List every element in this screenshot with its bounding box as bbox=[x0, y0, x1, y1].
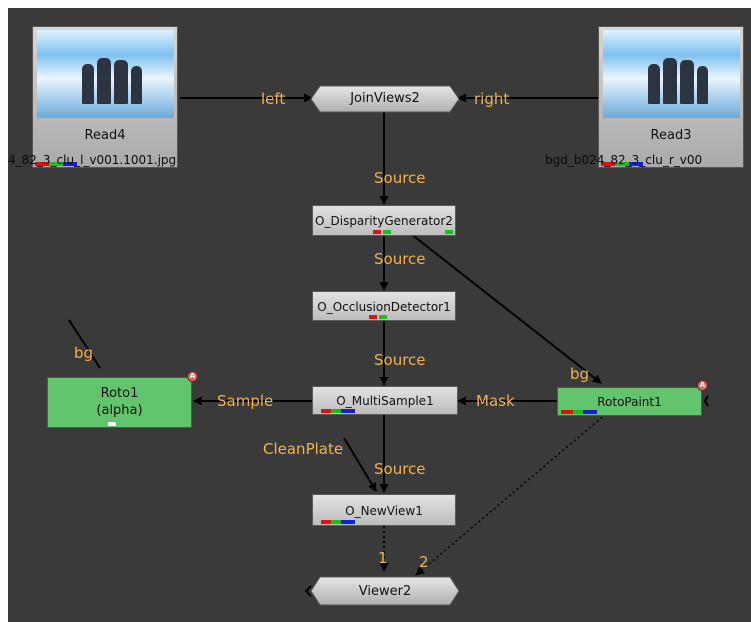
roto-sublabel: (alpha) bbox=[96, 403, 143, 418]
read4-thumbnail bbox=[37, 30, 174, 118]
joinviews-shape bbox=[310, 85, 460, 113]
read3-filename: bgd_b024_82_3_clu_r_v00 bbox=[545, 153, 703, 167]
roto-animated-badge-icon: A bbox=[187, 371, 198, 382]
disparity-label: O_DisparityGenerator2 bbox=[315, 214, 453, 228]
newview-label: O_NewView1 bbox=[345, 504, 423, 518]
rotopaint-node[interactable]: RotoPaint1 bbox=[557, 387, 702, 416]
input-label-bg-roto: bg bbox=[74, 344, 94, 362]
rotopaint-animated-badge-icon: A bbox=[697, 380, 708, 391]
viewer-label: Viewer2 bbox=[358, 584, 412, 599]
wire-cleanplate bbox=[343, 437, 377, 492]
connection-wires bbox=[68, 93, 709, 597]
node-graph[interactable]: Read4 4_82_3_clu_l_v001.1001.jpg Read3 b… bbox=[8, 8, 751, 622]
newview-node[interactable]: O_NewView1 bbox=[312, 494, 456, 526]
input-label-source-2: Source bbox=[374, 250, 426, 268]
roto-node[interactable]: Roto1 (alpha) bbox=[47, 377, 192, 428]
read3-node[interactable]: Read3 bbox=[598, 26, 744, 168]
read3-thumbnail bbox=[603, 30, 740, 118]
viewer-node[interactable]: Viewer2 bbox=[310, 576, 460, 606]
input-label-source-1: Source bbox=[374, 169, 426, 187]
read4-label: Read4 bbox=[84, 128, 126, 143]
wire-rotopaint-bg bbox=[405, 229, 602, 384]
input-label-right: right bbox=[474, 90, 510, 108]
wire-roto-bg bbox=[68, 319, 101, 369]
wire-viewer-2 bbox=[415, 413, 607, 576]
rotopaint-label: RotoPaint1 bbox=[597, 395, 662, 409]
multisample-node[interactable]: O_MultiSample1 bbox=[312, 386, 458, 415]
wire-rotopaint-out bbox=[703, 395, 709, 407]
joinviews-label: JoinViews2 bbox=[350, 91, 420, 106]
viewer-shape bbox=[310, 576, 460, 606]
occlusion-node[interactable]: O_OcclusionDetector1 bbox=[312, 291, 456, 321]
input-label-viewer-2: 2 bbox=[419, 553, 429, 571]
wire-viewer-left bbox=[304, 585, 312, 597]
joinviews-node[interactable]: JoinViews2 bbox=[310, 85, 460, 113]
read4-filename: 4_82_3_clu_l_v001.1001.jpg bbox=[8, 153, 177, 167]
input-label-left: left bbox=[261, 90, 286, 108]
input-label-source-4: Source bbox=[374, 460, 426, 478]
disparity-node[interactable]: O_DisparityGenerator2 bbox=[312, 205, 456, 236]
read3-label: Read3 bbox=[650, 128, 692, 143]
multisample-label: O_MultiSample1 bbox=[336, 394, 434, 408]
input-label-cleanplate: CleanPlate bbox=[263, 440, 344, 458]
input-label-viewer-1: 1 bbox=[378, 549, 388, 567]
roto-label: Roto1 bbox=[100, 386, 139, 401]
input-label-bg-rotopaint: bg bbox=[570, 365, 590, 383]
input-label-sample: Sample bbox=[217, 392, 274, 410]
read4-node[interactable]: Read4 bbox=[32, 26, 178, 168]
input-label-mask: Mask bbox=[476, 392, 515, 410]
input-label-source-3: Source bbox=[374, 351, 426, 369]
occlusion-label: O_OcclusionDetector1 bbox=[317, 300, 451, 314]
